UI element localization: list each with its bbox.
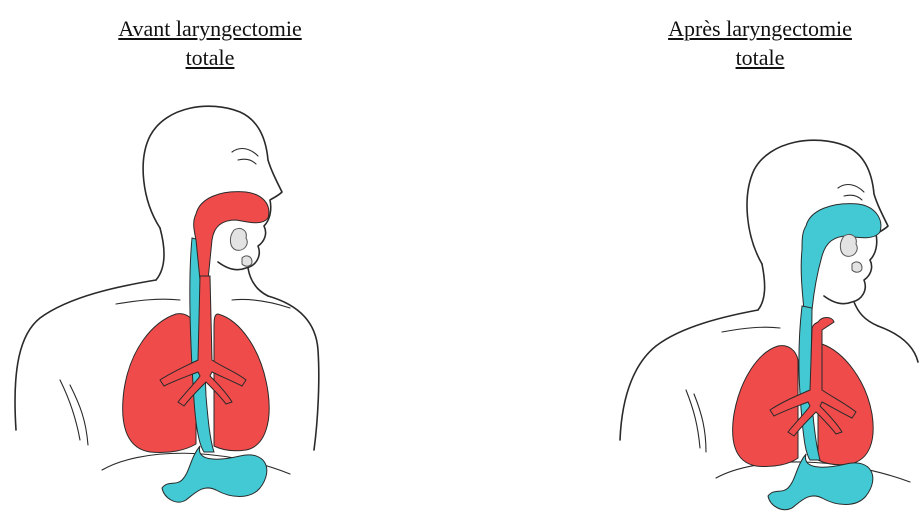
- armpit-left: [60, 380, 80, 440]
- eye-line: [232, 149, 258, 156]
- panel-before-laryngectomy: Avant laryngectomie totale: [0, 0, 460, 513]
- collarbone-left: [116, 299, 180, 304]
- larynx: [230, 228, 247, 250]
- caption-line-2: totale: [50, 43, 370, 72]
- caption-line-1: Après laryngectomie: [610, 14, 910, 43]
- collarbone-left: [722, 327, 780, 332]
- stomach: [162, 446, 267, 502]
- neck-right-outline: [854, 302, 878, 326]
- left-lung: [123, 314, 196, 453]
- caption-after: Après laryngectomie totale: [610, 14, 910, 72]
- neck-right-outline: [248, 268, 268, 296]
- panel-after-laryngectomy: Après laryngectomie totale: [460, 0, 920, 513]
- caption-line-2: totale: [610, 43, 910, 72]
- eye-line: [844, 195, 862, 200]
- shoulder-right-outline: [878, 326, 918, 362]
- neck-left-outline: [758, 264, 765, 310]
- eye-line: [838, 185, 864, 192]
- anatomy-figure-after: [460, 0, 920, 513]
- shoulder-right-outline: [268, 296, 319, 450]
- hyoid-bone: [852, 262, 862, 272]
- larynx-remnant: [840, 234, 857, 256]
- neck-left-outline: [156, 228, 164, 280]
- armpit-left: [686, 390, 700, 448]
- caption-line-1: Avant laryngectomie: [50, 14, 370, 43]
- eye-line: [238, 159, 256, 164]
- anatomy-figure-before: [0, 0, 460, 513]
- hyoid-bone: [242, 256, 252, 266]
- mouth-and-pharynx: [801, 204, 881, 310]
- caption-before: Avant laryngectomie totale: [50, 14, 370, 72]
